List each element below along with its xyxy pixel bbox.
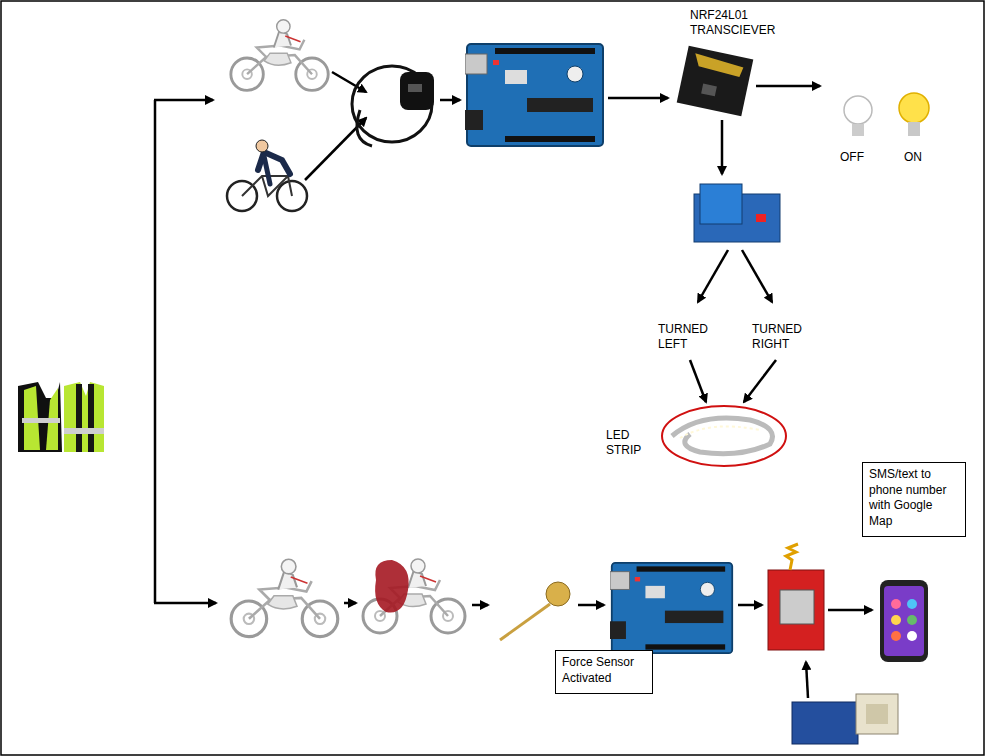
motorcycle-rider xyxy=(231,20,328,91)
box-text: Force Sensor Activated xyxy=(562,655,646,686)
cyclist xyxy=(227,140,307,211)
gsm-module xyxy=(768,544,824,650)
state-label: OFF xyxy=(840,150,880,165)
arduino-board xyxy=(465,44,603,146)
note-box: SMS/text to phone number with Google Map xyxy=(862,462,966,537)
arduino-board xyxy=(610,563,732,653)
bulb-on xyxy=(899,93,929,136)
gps-module xyxy=(792,694,898,744)
crashed-motorcycle xyxy=(363,559,465,633)
handlebar-switch xyxy=(352,66,434,146)
nrf-module xyxy=(677,46,754,116)
bulb-off xyxy=(844,96,872,136)
led-strip xyxy=(662,406,786,466)
direction-label: TURNED RIGHT xyxy=(752,322,814,352)
part-label: LED STRIP xyxy=(606,428,666,458)
motorcycle-rider xyxy=(231,559,338,636)
relay-module xyxy=(694,184,780,242)
note-box: Force Sensor Activated xyxy=(555,650,653,694)
module-label: NRF24L01 TRANSCIEVER xyxy=(690,8,780,38)
direction-label: TURNED LEFT xyxy=(658,322,718,352)
vest-illustration xyxy=(18,382,104,452)
force-sensor xyxy=(500,582,570,640)
state-label: ON xyxy=(904,150,944,165)
box-text: SMS/text to phone number with Google Map xyxy=(869,467,959,529)
smartphone xyxy=(880,580,928,662)
